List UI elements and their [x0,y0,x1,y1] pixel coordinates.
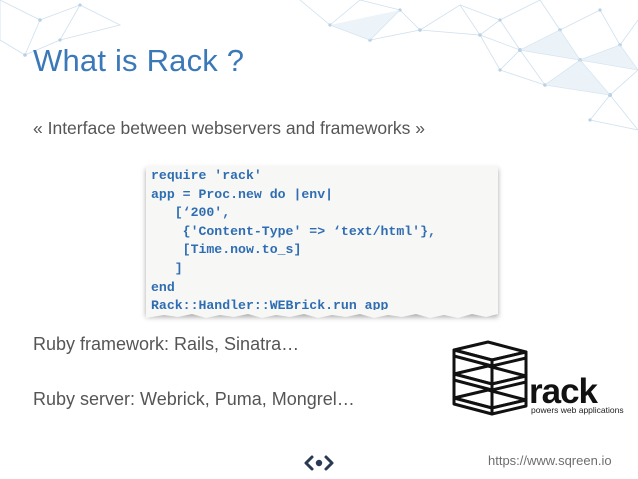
slide-subtitle: « Interface between webservers and frame… [33,118,425,138]
server-line: Ruby server: Webrick, Puma, Mongrel… [33,389,355,409]
stacked-shelves-icon [452,340,528,416]
rack-logo-tagline: powers web applications [531,405,624,415]
slide-title: What is Rack ? [33,43,245,78]
torn-paper-edge [146,310,498,318]
code-snippet: require 'rack' app = Proc.new do |env| [… [151,168,436,314]
sqreen-chevrons-icon [304,455,334,471]
rack-logo-word: rack [529,372,598,411]
footer-url: https://www.sqreen.io [488,453,612,468]
framework-line: Ruby framework: Rails, Sinatra… [33,334,300,354]
code-snippet-card: require 'rack' app = Proc.new do |env| [… [146,166,498,318]
